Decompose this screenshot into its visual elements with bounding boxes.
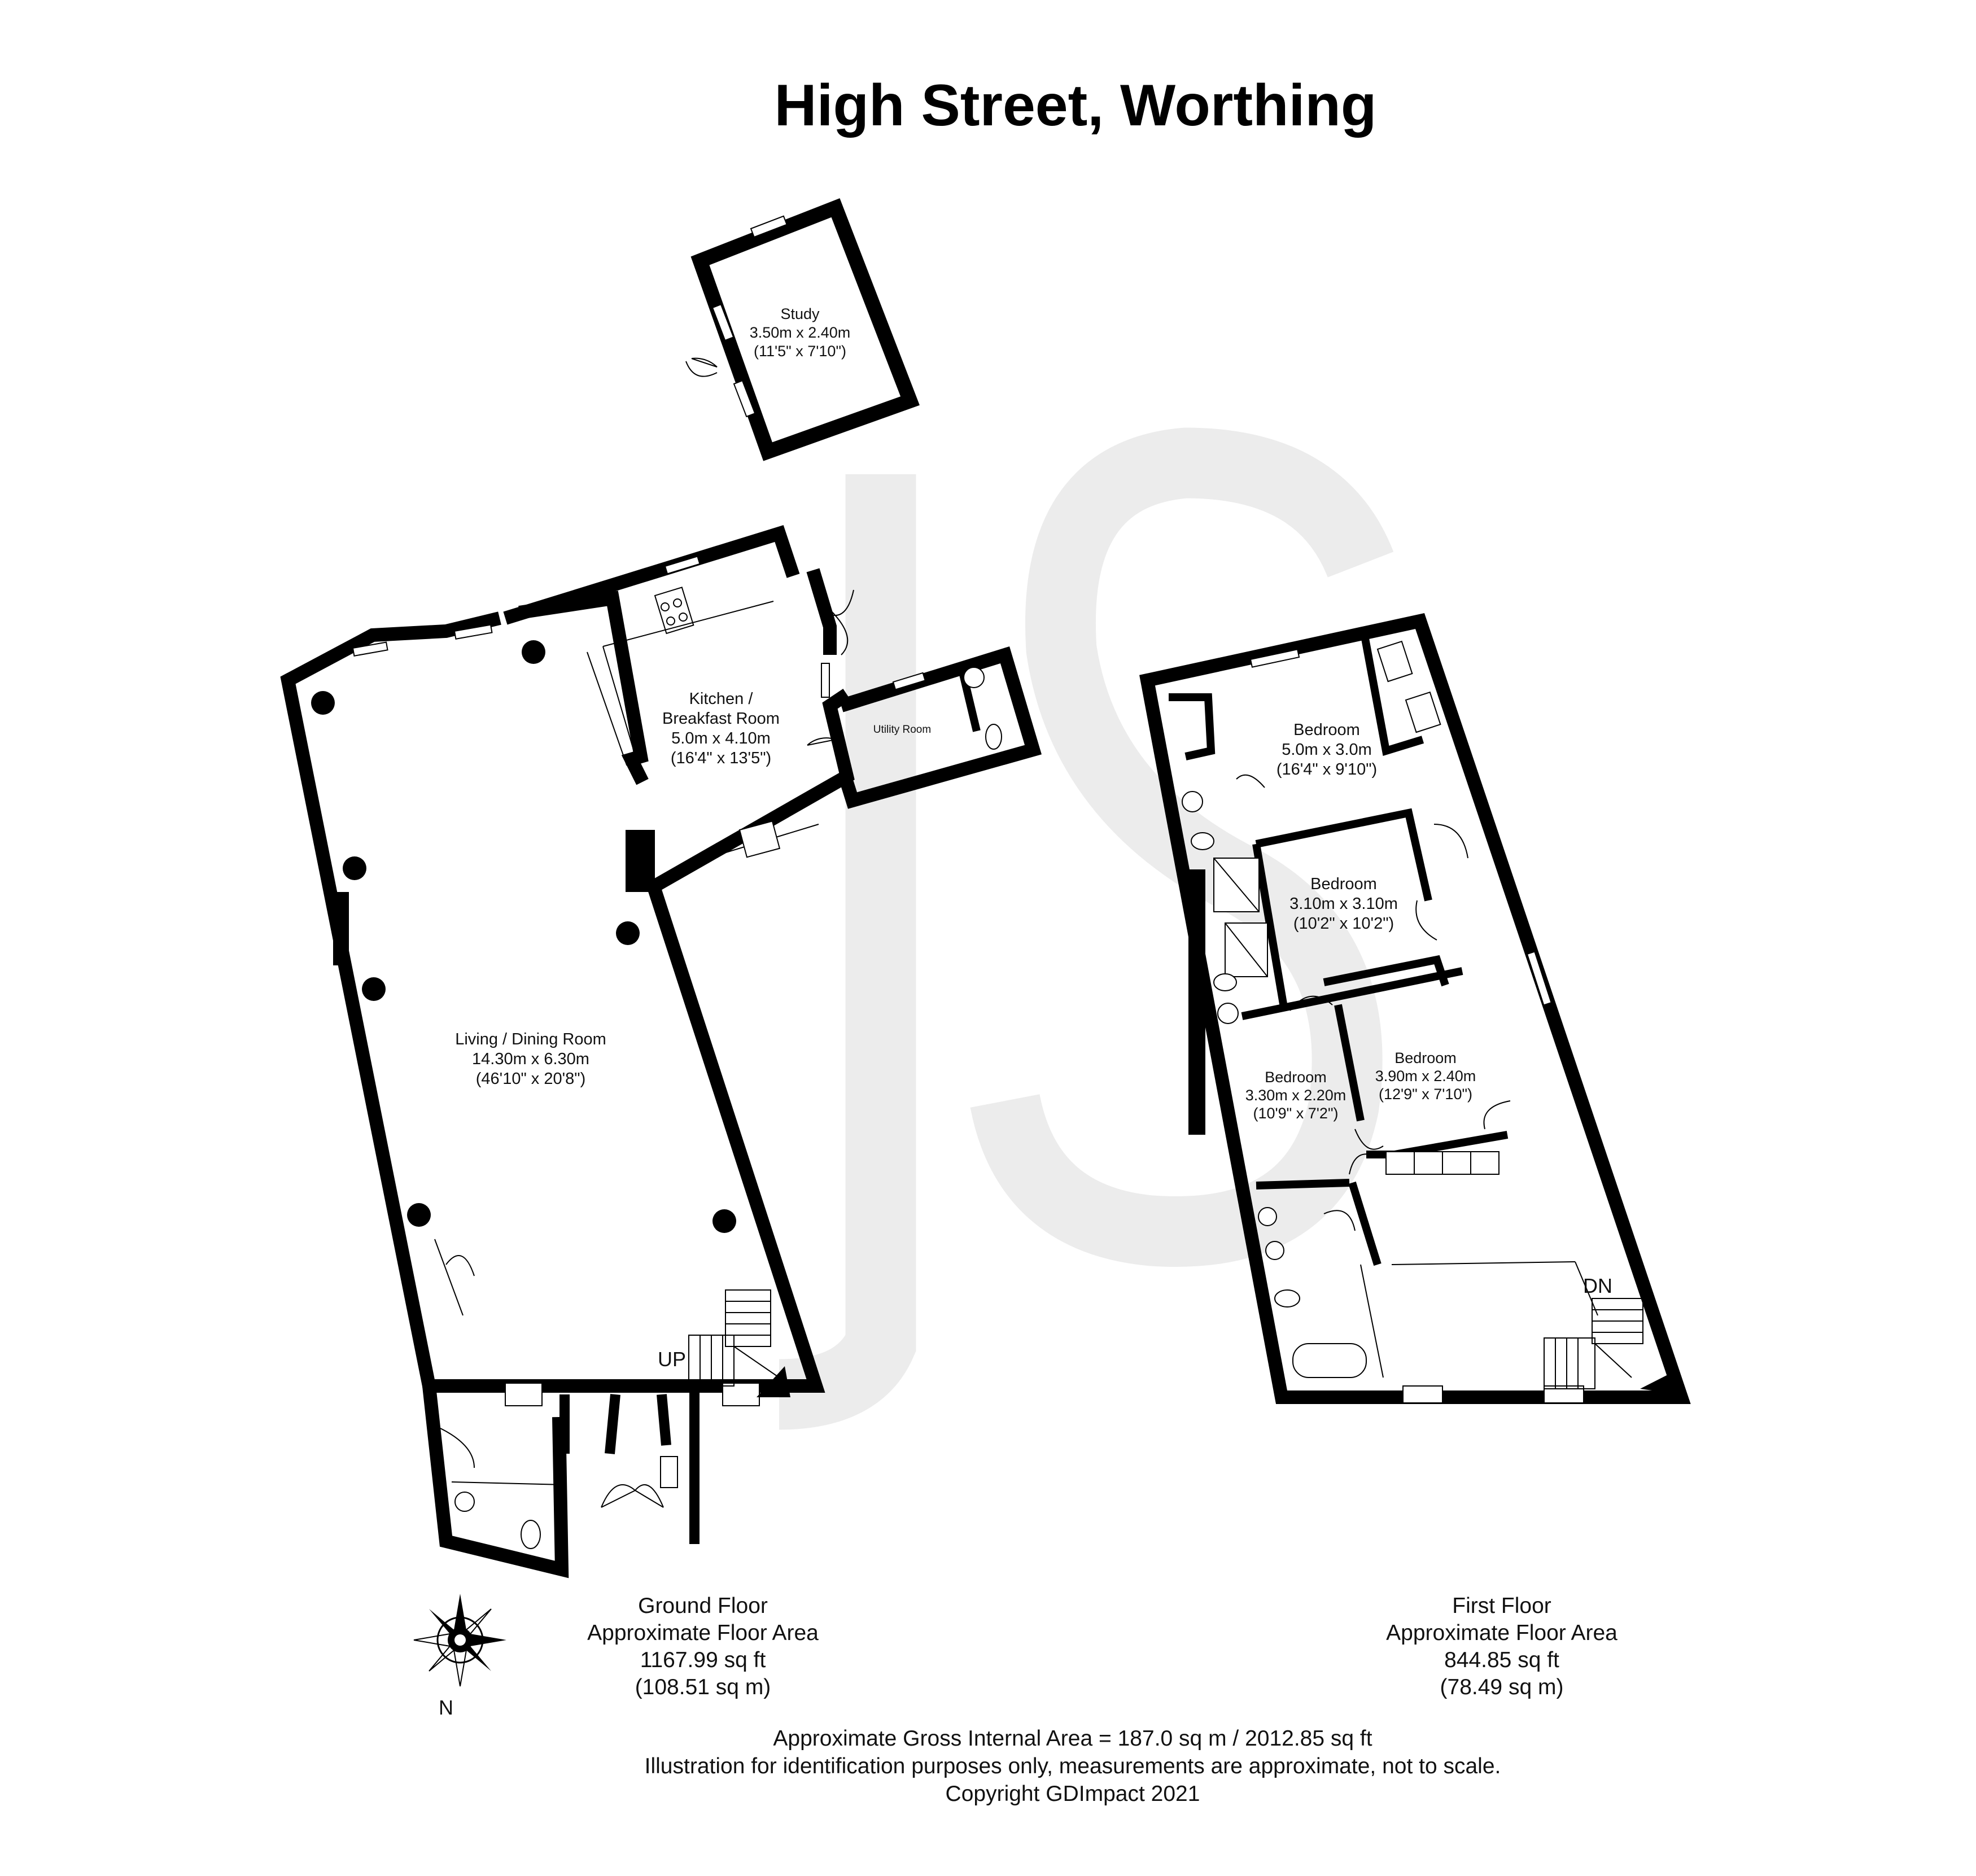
bedroom3-imperial: (10'9" x 7'2") [1253,1105,1338,1122]
bedroom3-metric: 3.30m x 2.20m [1245,1087,1347,1104]
kitchen-label-2: Breakfast Room [662,710,780,728]
utility-label: Utility Room [873,724,931,736]
first-floor-caption-2: Approximate Floor Area [1386,1621,1617,1645]
bedroom2-imperial: (10'2" x 10'2") [1293,915,1394,933]
ground-stairs [688,1289,780,1387]
bedroom1-metric: 5.0m x 3.0m [1282,741,1372,759]
bedroom2-metric: 3.10m x 3.10m [1289,895,1398,913]
bedroom2-label: Bedroom [1310,875,1377,893]
ground-floor-walls [280,525,1042,1578]
living-label: Living / Dining Room [455,1030,606,1048]
first-stairs [1544,1298,1643,1389]
first-floor-caption-1: First Floor [1452,1594,1551,1618]
ground-floor-caption-1: Ground Floor [638,1594,768,1618]
living-imperial: (46'10" x 20'8") [476,1070,586,1088]
ground-floor-caption-3: 1167.99 sq ft [640,1648,766,1672]
stairs-down-label: DN [1583,1274,1612,1297]
study-metric: 3.50m x 2.40m [750,324,851,341]
ground-columns [311,640,736,1233]
compass-rose-icon [413,1594,506,1687]
gross-area-text: Approximate Gross Internal Area = 187.0 … [773,1726,1372,1751]
first-floor-caption-3: 844.85 sq ft [1444,1648,1559,1672]
stairs-up-label: UP [658,1348,686,1371]
first-floor-caption-4: (78.49 sq m) [1440,1675,1564,1699]
first-floor-walls [1139,613,1691,1404]
compass-north-label: N [439,1696,453,1719]
kitchen-label-1: Kitchen / [689,690,754,708]
study-imperial: (11'5" x 7'10") [754,343,846,360]
kitchen-imperial: (16'4" x 13'5") [671,749,771,767]
bedroom1-label: Bedroom [1293,721,1360,739]
bedroom1-imperial: (16'4" x 9'10") [1276,760,1377,779]
plan-title: High Street, Worthing [775,73,1377,138]
study-label: Study [780,305,820,322]
bedroom4-imperial: (12'9" x 7'10") [1379,1086,1472,1103]
bedroom3-label: Bedroom [1265,1069,1327,1086]
bedroom4-metric: 3.90m x 2.40m [1375,1068,1476,1085]
disclaimer-text: Illustration for identification purposes… [645,1754,1501,1778]
copyright-text: Copyright GDImpact 2021 [946,1782,1200,1806]
living-metric: 14.30m x 6.30m [472,1050,589,1068]
ground-floor-caption-4: (108.51 sq m) [635,1675,771,1699]
kitchen-metric: 5.0m x 4.10m [671,729,771,747]
bedroom4-label: Bedroom [1394,1049,1457,1066]
ground-floor-caption-2: Approximate Floor Area [587,1621,819,1645]
study-outbuilding [685,198,920,461]
